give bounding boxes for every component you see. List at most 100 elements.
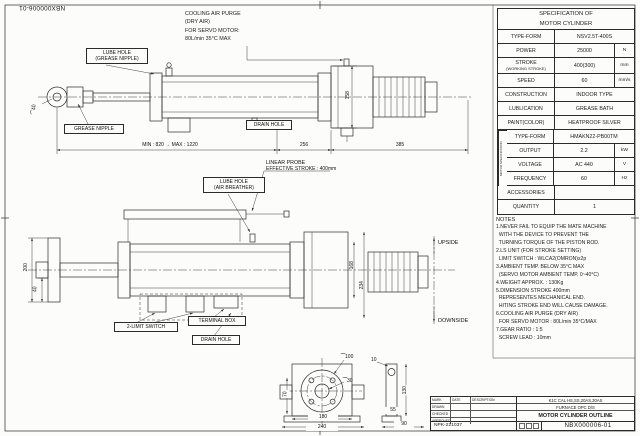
cooling-note-line: COOLING AIR PURGE <box>185 11 241 17</box>
spec-label: LUBLICATION <box>509 105 543 112</box>
approval-label: APPROVED <box>432 418 451 424</box>
stamp-box <box>519 423 525 429</box>
spec-label: POWER <box>516 47 536 54</box>
note-line: 5.DIMENSION STROKE 400mm <box>496 287 570 294</box>
spec-title-line1: SPECIFICATION OF <box>539 11 593 17</box>
spec-row: ACCESSORIES <box>498 186 634 200</box>
dia-40-dim: ⁀40 <box>31 104 38 115</box>
spec-unit: mm/s <box>614 74 634 87</box>
lube-hole-grease-label: LUBE HOLE (GREASE NIPPLE) <box>86 48 148 64</box>
spec-unit: V <box>614 158 634 171</box>
spec-label: TYPE-FORM <box>510 33 542 40</box>
spec-value: NSV2.5T-400S <box>554 30 634 43</box>
spec-value: 400(300) <box>554 58 614 73</box>
top-view-dimensions <box>41 46 469 154</box>
spec-row: FREQUENCY 60 Hz <box>507 172 634 186</box>
grease-nipple-paren-text: (GREASE NIPPLE) <box>95 56 139 62</box>
spec-label: FREQUENCY <box>513 175 547 182</box>
cooling-note-line: FOR SERVO MOTOR: <box>185 27 240 34</box>
spec-row: SPEED 60 mm/s <box>498 74 634 88</box>
spec-value: HMAKN22-PB00TM <box>553 130 634 143</box>
stamp-box <box>526 423 532 429</box>
revision-table: MARK DATE DESCRIPTION DRAWN CHECKED APPR… <box>431 397 517 424</box>
note-line: LIMIT SWITCH : WLCA2(OMRON)x2p <box>496 255 587 262</box>
limit-switch-label: 2-LIMIT SWITCH <box>114 322 178 332</box>
title-block-right: K1C CAL HS,SS,20AS,30AS FURNACE OPC D/S … <box>517 397 634 421</box>
cooling-note-line: (DRY AIR) <box>185 19 210 26</box>
spec-label: ACCESSORIES <box>507 189 545 196</box>
note-line: 4.WEIGHT APPROX. : 130Kg <box>496 279 564 286</box>
dim-90: 90 <box>394 421 414 428</box>
approval-row: APPROVED <box>431 418 516 424</box>
approval-date <box>451 411 471 417</box>
dim-10: 10 <box>371 357 377 363</box>
dim-55: 55 <box>384 407 402 414</box>
effective-stroke-label: EFFECTIVE STROKE : 400mm <box>266 166 337 172</box>
spec-label: SPEED <box>517 77 535 84</box>
spec-label-sub: (WORKING STROKE) <box>506 66 546 71</box>
motor-spec-section: MOTOR SPECIFICATION TYPE-FORM HMAKN22-PB… <box>498 130 634 186</box>
approval-sign <box>471 404 516 410</box>
dim-256: 256 <box>290 142 318 149</box>
note-line: 7.GEAR RATIO : 1:5 <box>496 327 543 334</box>
upside-label: UPSIDE <box>438 240 459 246</box>
spec-value: HEATPROOF SILVER <box>554 116 634 129</box>
title-block: MARK DATE DESCRIPTION DRAWN CHECKED APPR… <box>430 396 635 431</box>
spec-value: 25000 <box>554 44 614 57</box>
spec-value: 60 <box>554 74 614 87</box>
spec-row: VOLTAGE AC 440 V <box>507 158 634 172</box>
middle-view-dimensions <box>28 170 365 337</box>
notes-title: NOTES <box>496 217 516 223</box>
spec-value: INDOOR TYPE <box>554 88 634 101</box>
terminal-box-label: TERMINAL BOX <box>188 316 246 326</box>
dim-min-max: MIN : 820 → MAX : 1220 <box>105 142 235 149</box>
grease-nipple-label: GREASE NIPPLE <box>64 124 124 134</box>
dim-180: 180 <box>308 414 338 421</box>
note-line: SCREW LEAD : 10mm <box>496 335 551 342</box>
spec-label: QUANTITY <box>512 204 540 210</box>
cooling-note-line: 80L/min 35°C MAX <box>185 36 231 43</box>
project-line-1: K1C CAL HS,SS,20AS,30AS <box>517 397 634 404</box>
spec-row: PAINT(COLOR) HEATPROOF SILVER <box>498 116 634 130</box>
spec-label-main: STROKE <box>515 60 537 66</box>
spec-unit: mm <box>614 58 634 73</box>
spec-label: PAINT(COLOR) <box>507 119 545 126</box>
downside-label: DOWNSIDE <box>438 318 469 324</box>
drawing-number: NBX000006-01 <box>564 422 612 429</box>
approval-label: DRAWN <box>431 404 451 410</box>
motor-spec-vertical-label: MOTOR SPECIFICATION <box>498 130 507 186</box>
note-line: HITING STROKE END WILL CAUSE DAMAGE. <box>496 303 608 310</box>
dim-240: 240 <box>306 424 338 431</box>
spec-label: STROKE (WORKING STROKE) <box>498 58 554 73</box>
spec-value: 60 <box>553 172 614 185</box>
approval-date <box>451 404 471 410</box>
spec-row: CONSTRUCTION INDOOR TYPE <box>498 88 634 102</box>
motor-spec-rows: TYPE-FORM HMAKN22-PB00TM OUTPUT 2.2 kW V… <box>507 130 634 186</box>
air-breather-paren-text: (AIR BREATHER) <box>214 185 254 191</box>
note-line: (SERVO MOTOR AMBIENT TEMP. 0~40°C) <box>496 271 599 278</box>
approval-sign <box>471 411 516 417</box>
approval-stamps <box>517 422 542 430</box>
dim-158: 158 <box>344 91 351 100</box>
rev-header-mark: MARK <box>431 397 451 403</box>
dim-40: 40 <box>32 286 39 293</box>
spec-value: AC 440 <box>553 158 614 171</box>
drain-hole-label-top: DRAIN HOLE <box>246 120 292 130</box>
spec-value: 2.2 <box>553 144 614 157</box>
stamp-box <box>533 423 539 429</box>
sheet-number-rotated: NBX000006-01 <box>18 4 66 11</box>
dia-100-dim: ⁀100 <box>341 354 354 360</box>
spec-value: GREASE BATH <box>554 102 634 115</box>
spec-row: QUANTITY 1 <box>498 200 634 214</box>
end-view <box>279 358 402 428</box>
spec-row: TYPE-FORM NSV2.5T-400S <box>498 30 634 44</box>
spec-table-title: SPECIFICATION OF MOTOR CYLINDER <box>498 9 634 30</box>
dim-130: 130 <box>401 385 409 396</box>
note-line: TURNING TORQUE OF THE PISTON ROD. <box>496 239 600 246</box>
dim-385: 385 <box>386 142 414 149</box>
notes-panel: NOTES 1.NEVER FAIL TO EQUIP THE MATE MAC… <box>496 217 634 343</box>
cooling-air-note: COOLING AIR PURGE (DRY AIR) FOR SERVO MO… <box>185 10 269 44</box>
spec-row: TYPE-FORM HMAKN22-PB00TM <box>507 130 634 144</box>
dia-30-dim: ⁀30 <box>343 378 353 384</box>
